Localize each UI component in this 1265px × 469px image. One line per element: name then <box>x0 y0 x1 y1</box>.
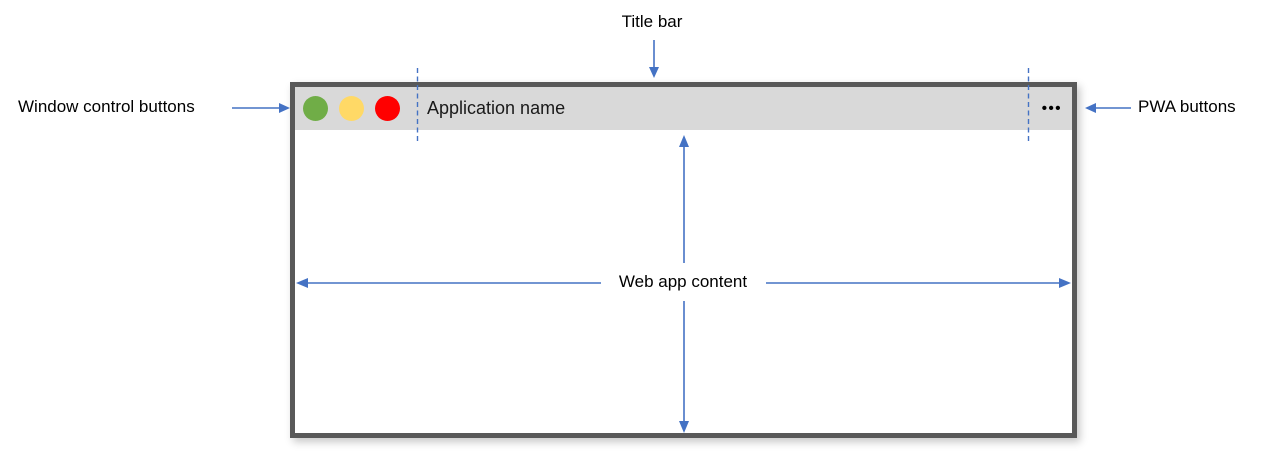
label-title-bar: Title bar <box>621 12 683 31</box>
pwa-window: Application name ••• <box>290 82 1077 438</box>
pwa-menu-button[interactable]: ••• <box>1041 100 1062 117</box>
window-control-button-yellow[interactable] <box>339 96 364 121</box>
titlebar-pointer-arrow <box>649 40 659 78</box>
window-controls-pointer-arrow <box>232 103 290 113</box>
title-bar: Application name ••• <box>295 87 1072 130</box>
pwa-pointer-arrow <box>1085 103 1131 113</box>
application-name: Application name <box>427 98 566 118</box>
label-pwa-buttons: PWA buttons <box>1138 97 1236 116</box>
window-control-button-green[interactable] <box>303 96 328 121</box>
label-web-app-content: Web app content <box>618 272 748 291</box>
window-control-button-red[interactable] <box>375 96 400 121</box>
label-window-control-buttons: Window control buttons <box>18 97 195 116</box>
